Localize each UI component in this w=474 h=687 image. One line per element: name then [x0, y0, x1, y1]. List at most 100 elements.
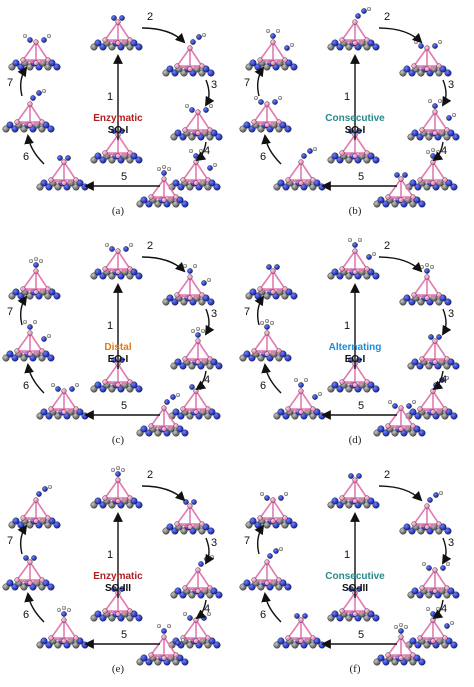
step-number: 6: [260, 380, 266, 392]
boron-atom: [398, 405, 404, 411]
hydrogen-atom: [34, 257, 38, 262]
boron-bond: [354, 21, 368, 41]
boron-atom: [339, 608, 345, 614]
nitrogen-atom: [398, 628, 404, 634]
substrate-atom: [213, 183, 221, 191]
hydrogen-atom: [427, 99, 432, 104]
hydrogen-atom: [425, 263, 429, 268]
hydrogen-atom: [193, 264, 197, 269]
hydrogen-atom: [56, 608, 61, 613]
substrate-atom: [331, 152, 339, 160]
hydrogen-atom: [438, 99, 442, 104]
boron-atom: [276, 348, 282, 354]
substrate-atom: [277, 179, 285, 187]
boron-atom: [127, 379, 133, 385]
step-arrow-4: [432, 370, 444, 391]
boron-bond: [266, 332, 280, 352]
nitrogen-atom: [356, 128, 362, 134]
hydrogen-atom: [265, 29, 270, 34]
boron-atom: [33, 497, 39, 503]
cluster-structure: [407, 334, 460, 370]
substrate-atom: [413, 654, 421, 662]
substrate-atom: [94, 152, 102, 160]
nitrogen-atom: [119, 128, 125, 134]
substrate-atom: [202, 65, 210, 73]
cluster-structure: [273, 147, 326, 191]
boron-atom: [310, 635, 316, 641]
cluster-structure: [136, 393, 189, 437]
boron-bond: [117, 592, 131, 612]
boron-atom: [398, 176, 404, 182]
nitrogen-atom: [31, 555, 37, 561]
boron-atom: [385, 423, 391, 429]
boron-bond: [432, 619, 446, 639]
boron-bond: [16, 332, 31, 352]
nitrogen-atom: [392, 403, 398, 409]
boron-bond: [413, 276, 428, 296]
boron-bond: [117, 363, 131, 383]
nitrogen-atom: [61, 611, 67, 617]
boron-atom: [282, 515, 288, 521]
substrate-atom: [166, 294, 174, 302]
boron-atom: [398, 426, 404, 432]
boron-atom: [264, 122, 270, 128]
step-number: 4: [441, 603, 447, 615]
substrate-atom: [48, 59, 56, 67]
nitrogen-atom: [348, 586, 354, 592]
boron-bond: [259, 499, 274, 519]
boron-atom: [48, 406, 54, 412]
boron-atom: [115, 611, 121, 617]
substrate-atom: [40, 637, 48, 645]
step-number: 7: [244, 306, 250, 318]
nitrogen-atom: [164, 399, 170, 405]
hydrogen-atom: [393, 625, 398, 630]
boron-atom: [419, 356, 425, 362]
panels-container: 1234567EnzymaticSO-I(a)1234567Consecutiv…: [2, 7, 460, 675]
boron-atom: [187, 45, 193, 51]
step-arrow-3: [204, 308, 215, 336]
substrate-atom: [130, 497, 138, 505]
nitrogen-atom: [444, 623, 450, 629]
cluster-structure: [90, 15, 143, 51]
substrate-atom: [277, 408, 285, 416]
substrate-atom: [313, 179, 321, 187]
nitrogen-atom: [23, 555, 29, 561]
boron-atom: [298, 638, 304, 644]
boron-atom: [180, 177, 186, 183]
step-number: 6: [260, 151, 266, 163]
boron-atom: [173, 194, 179, 200]
mechanism-label: Distal: [104, 342, 131, 353]
step-number: 1: [107, 320, 113, 332]
boron-bond: [22, 499, 37, 519]
boron-bond: [16, 561, 31, 581]
substrate-atom: [367, 381, 375, 389]
substrate-atom: [47, 354, 55, 362]
boron-bond: [400, 407, 414, 427]
cluster-structure: [373, 172, 426, 208]
boron-atom: [398, 634, 404, 640]
boron-atom: [424, 503, 430, 509]
boron-atom: [33, 289, 39, 295]
nitrogen-atom: [123, 246, 129, 252]
cluster-structure: [162, 499, 215, 535]
cluster-structure: [36, 383, 89, 420]
step-arrow-2: [378, 485, 423, 502]
substrate-atom: [450, 641, 458, 649]
hydrogen-atom: [259, 492, 264, 497]
cluster-structure: [170, 327, 223, 370]
nitrogen-atom: [30, 95, 36, 101]
cluster-structure: [273, 613, 326, 649]
hydrogen-atom: [283, 492, 288, 497]
substrate-atom: [166, 65, 174, 73]
boron-atom: [364, 379, 370, 385]
substrate-atom: [367, 39, 375, 47]
hydrogen-atom: [156, 167, 161, 172]
step-arrow-4: [432, 141, 444, 162]
boron-bond: [272, 41, 286, 61]
hydrogen-atom: [104, 243, 109, 248]
cluster-structure: [162, 33, 215, 77]
nitrogen-atom: [41, 336, 47, 342]
cluster-structure: [8, 485, 61, 529]
boron-atom: [270, 518, 276, 524]
substrate-atom: [12, 288, 20, 296]
